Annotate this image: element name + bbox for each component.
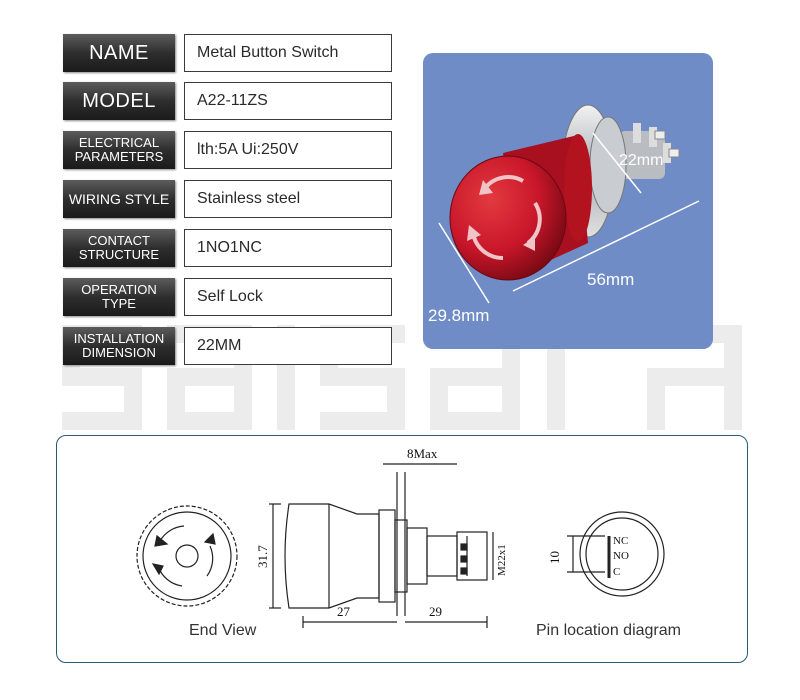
spec-label: MODEL [63,82,175,120]
dim-22-label: 22mm [619,152,663,169]
dim-31-7-label: 31.7 [255,545,270,568]
spec-value: 1NO1NC [184,229,392,267]
product-photo-illustration: 22mm 56mm 29.8mm [428,104,700,325]
dim-27-label: 27 [337,604,351,619]
dim-m22x1-label: M22x1 [496,544,508,576]
side-view-drawing [269,463,494,628]
spec-value: lth:5A Ui:250V [184,131,392,169]
spec-value: A22-11ZS [184,82,392,120]
dim-8max-label: 8Max [407,446,438,461]
terminals [619,123,680,179]
spec-label: OPERATION TYPE [63,278,175,316]
spec-label: INSTALLATION DIMENSION [63,327,175,365]
pin-location-caption: Pin location diagram [536,622,681,639]
pin-c-label: C [613,566,620,578]
spec-value: 22MM [184,327,392,365]
pin-diagram-drawing [567,511,665,597]
spec-label: CONTACT STRUCTURE [63,229,175,267]
pin-no-label: NO [613,550,629,562]
dim-29-8-label: 29.8mm [428,306,489,325]
end-view-drawing [136,505,238,607]
technical-drawing: 8Max 31.7 27 29 M22x1 10 NC NO C [136,446,665,628]
dimension-lines [438,132,700,304]
spec-value: Metal Button Switch [184,34,392,72]
dim-29-label: 29 [429,604,442,619]
end-view-caption: End View [189,622,257,639]
technical-drawing-panel: 8Max 31.7 27 29 M22x1 10 NC NO C End Vie… [56,435,748,663]
pin-nc-label: NC [613,535,628,547]
red-cap [449,134,592,281]
spec-label: NAME [63,34,175,72]
spec-value: Self Lock [184,278,392,316]
spec-label: ELECTRICAL PARAMETERS [63,131,175,169]
dim-56-label: 56mm [587,270,634,289]
dim-10-label: 10 [547,551,562,564]
product-photo: 22mm 56mm 29.8mm [423,53,713,349]
spec-label: WIRING STYLE [63,180,175,218]
spec-value: Stainless steel [184,180,392,218]
